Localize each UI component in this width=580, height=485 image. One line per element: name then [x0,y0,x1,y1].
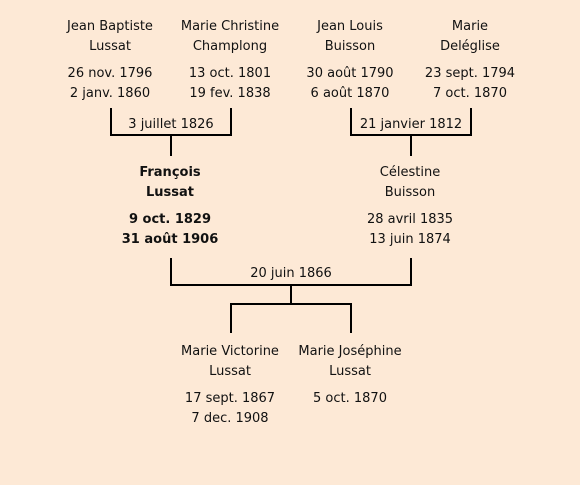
person-last-name: Buisson [324,39,376,54]
connector-line [410,134,412,156]
person-last-name: Deléglise [440,39,500,54]
person-death-date: 6 août 1870 [310,86,390,101]
connector-line [170,258,172,286]
person-birth-date: 17 sept. 1867 [184,391,276,406]
person-last-name: Lussat [209,364,251,379]
connector-line [230,303,232,333]
person-first-name: Marie Victorine [181,344,279,359]
person-last-name: Buisson [384,185,436,200]
person-marie-victorine-lussat: Marie Victorine Lussat 17 sept. 1867 7 d… [160,342,300,429]
person-last-name: Lussat [89,39,131,54]
connector-line [230,108,232,136]
person-death-date: 31 août 1906 [121,232,219,247]
connector-line [170,134,172,156]
person-last-name: Champlong [192,39,268,54]
connector-line [290,284,292,305]
person-death-date: 19 fev. 1838 [189,86,271,101]
person-death-date: 2 janv. 1860 [69,86,151,101]
person-celestine-buisson: Célestine Buisson 28 avril 1835 13 juin … [340,163,480,250]
person-first-name: Marie Joséphine [298,344,402,359]
person-marie-christine-champlong: Marie Christine Champlong 13 oct. 1801 1… [160,17,300,104]
connector-line [350,108,352,136]
person-birth-date: 28 avril 1835 [366,212,454,227]
person-first-name: Jean Baptiste [67,19,153,34]
person-marie-deleglise: Marie Deléglise 23 sept. 1794 7 oct. 187… [400,17,540,104]
person-birth-date: 9 oct. 1829 [128,212,212,227]
connector-line [470,108,472,136]
person-death-date: 7 dec. 1908 [191,411,269,426]
person-death-date: 7 oct. 1870 [433,86,507,101]
person-jean-louis-buisson: Jean Louis Buisson 30 août 1790 6 août 1… [280,17,420,104]
person-birth-date: 13 oct. 1801 [188,66,272,81]
person-last-name: Lussat [145,185,194,200]
connector-line [350,303,352,333]
person-death-date: 13 juin 1874 [369,232,451,247]
connector-line [410,258,412,286]
person-first-name: François [139,165,201,180]
marriage-date: 21 janvier 1812 [359,117,463,132]
person-birth-date: 30 août 1790 [306,66,394,81]
person-francois-lussat: François Lussat 9 oct. 1829 31 août 1906 [100,163,240,250]
person-marie-josephine-lussat: Marie Joséphine Lussat 5 oct. 1870 [280,342,420,409]
person-first-name: Jean Louis [317,19,383,34]
person-first-name: Marie Christine [180,19,280,34]
marriage-date: 3 juillet 1826 [128,117,214,132]
connector-line [110,108,112,136]
person-last-name: Lussat [329,364,371,379]
person-first-name: Marie [451,19,489,34]
connector-line [230,303,352,305]
person-birth-date: 26 nov. 1796 [67,66,153,81]
person-jean-baptiste-lussat: Jean Baptiste Lussat 26 nov. 1796 2 janv… [40,17,180,104]
person-birth-date: 5 oct. 1870 [313,391,387,406]
person-birth-date: 23 sept. 1794 [424,66,516,81]
person-first-name: Célestine [379,165,441,180]
marriage-date: 20 juin 1866 [250,266,332,281]
